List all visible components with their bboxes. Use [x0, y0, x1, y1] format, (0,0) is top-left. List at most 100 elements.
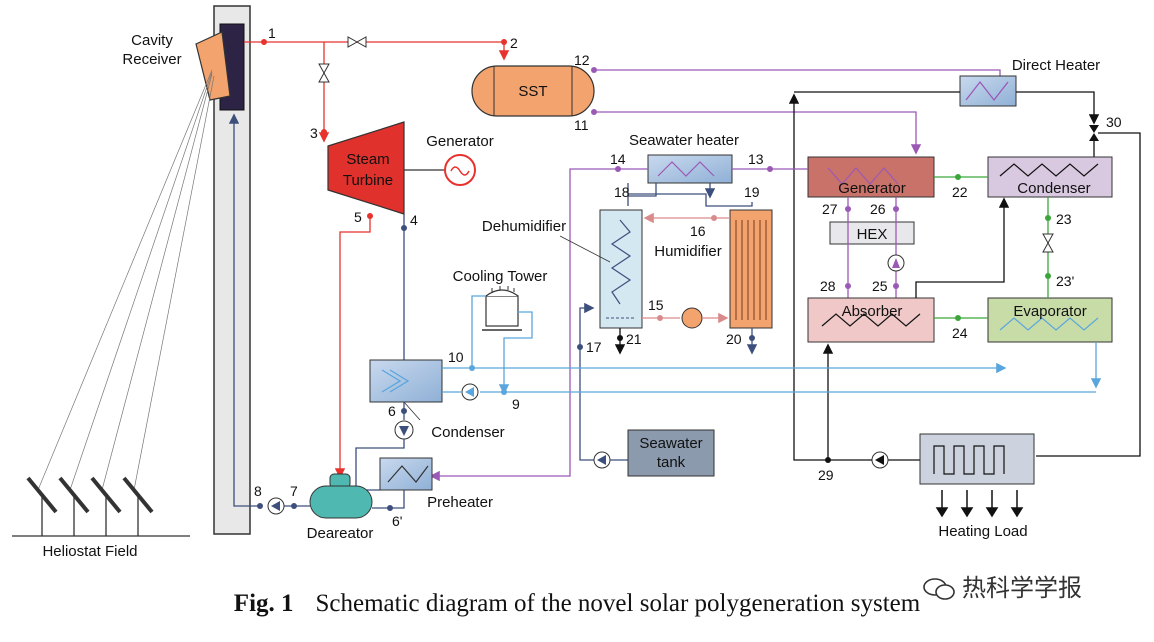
- state-17: 17: [586, 339, 602, 355]
- heliostat-field: [12, 476, 190, 537]
- seawater-line-17: [579, 302, 595, 461]
- expansion-valve: [1042, 241, 1054, 253]
- dehumidifier: [599, 209, 643, 329]
- cavity-receiver-label-1: Cavity: [131, 32, 173, 49]
- figure-caption-text: Schematic diagram of the novel solar pol…: [315, 590, 921, 617]
- state-13: 13: [748, 151, 764, 167]
- absorber-label: Absorber: [842, 303, 903, 320]
- state-20: 20: [726, 331, 742, 347]
- cavity-receiver: [195, 31, 231, 101]
- feedwater-riser: [228, 113, 260, 507]
- watermark-text: 热科学学报: [962, 574, 1082, 602]
- abs-generator: [807, 156, 935, 198]
- state-1: 1: [268, 25, 276, 41]
- seawater-heater-label: Seawater heater: [629, 132, 739, 149]
- heating-bypass: [788, 93, 872, 461]
- state-16: 16: [690, 223, 706, 239]
- state-3: 3: [310, 125, 318, 141]
- valve-top: [355, 36, 367, 48]
- preheater: [379, 457, 433, 491]
- sine-icon: [450, 166, 470, 176]
- cooling-tower-label: Cooling Tower: [453, 268, 548, 285]
- state-30: 30: [1106, 114, 1122, 130]
- heating-load-label: Heating Load: [938, 523, 1027, 540]
- electric-generator-label: Generator: [426, 133, 494, 150]
- sst-tank: [471, 65, 595, 117]
- abs-condenser-label: Condenser: [1017, 180, 1090, 197]
- state-28: 28: [820, 278, 836, 294]
- state-12: 12: [574, 52, 590, 68]
- state-29: 29: [818, 467, 834, 483]
- state-18: 18: [614, 184, 630, 200]
- valve-turbine: [318, 71, 330, 83]
- state-27: 27: [822, 201, 838, 217]
- state-23p: 23': [1056, 273, 1074, 289]
- steam-turbine: [327, 121, 405, 215]
- state-9: 9: [512, 396, 520, 412]
- wechat-icon: [923, 578, 955, 600]
- state-4: 4: [410, 212, 418, 228]
- seawater-heater: [647, 154, 733, 184]
- state-5: 5: [354, 209, 362, 225]
- state-24: 24: [952, 325, 968, 341]
- seawater-tank: [627, 429, 715, 477]
- state-11: 11: [574, 117, 589, 133]
- figure-number: Fig. 1: [233, 590, 294, 617]
- figure-caption: Fig. 1 Schematic diagram of the novel sol…: [0, 590, 1154, 618]
- direct-heater: [959, 75, 1017, 107]
- sst-label: SST: [518, 83, 547, 100]
- main-condenser: [369, 359, 443, 403]
- state-14: 14: [610, 151, 626, 167]
- hex: [829, 221, 915, 245]
- deareator-label: Deareator: [307, 525, 374, 542]
- state-23: 23: [1056, 211, 1072, 227]
- heating-abs-cond: [915, 197, 1010, 298]
- preheater-label: Preheater: [427, 494, 493, 511]
- abs-generator-label: Generator: [838, 180, 906, 197]
- state-7: 7: [290, 483, 298, 499]
- steam-line-5: [334, 214, 371, 479]
- sun-rays: [37, 69, 215, 491]
- seawater-tank-label-1: Seawater: [639, 435, 702, 452]
- heating-line-from-dh: [1016, 91, 1100, 125]
- evaporator-label: Evaporator: [1013, 303, 1086, 320]
- hex-label: HEX: [857, 226, 888, 243]
- state-2: 2: [510, 35, 518, 51]
- dehumidifier-label: Dehumidifier: [482, 218, 566, 235]
- state-26: 26: [870, 201, 886, 217]
- heating-load: [919, 433, 1035, 485]
- heating-line-30-load: [1036, 132, 1141, 457]
- oil-line-14: [429, 168, 648, 482]
- abs-condenser: [987, 156, 1113, 198]
- humidifier-packing: [735, 220, 767, 320]
- state-21: 21: [626, 331, 642, 347]
- watermark: 热科学学报: [922, 568, 1082, 603]
- valve-30: [1089, 133, 1099, 141]
- state-6: 6: [388, 403, 396, 419]
- steam-line-1-2: [244, 41, 510, 61]
- steam-turbine-label-1: Steam: [346, 151, 389, 168]
- blower: [681, 307, 703, 329]
- main-condenser-label: Condenser: [431, 424, 504, 441]
- steam-turbine-label-2: Turbine: [343, 172, 393, 189]
- cavity-receiver-label-2: Receiver: [122, 51, 181, 68]
- humidifier-label: Humidifier: [654, 243, 722, 260]
- heliostat-field-label: Heliostat Field: [42, 543, 137, 560]
- deareator: [309, 473, 373, 519]
- seawater-tank-label-2: tank: [657, 454, 686, 471]
- humidifier: [729, 209, 773, 329]
- state-8: 8: [254, 483, 262, 499]
- state-22: 22: [952, 184, 968, 200]
- oil-line-12: [594, 69, 1001, 82]
- evaporator: [987, 297, 1113, 343]
- oil-line-11: [594, 111, 922, 155]
- heat-arrows: [935, 490, 1024, 518]
- direct-heater-label: Direct Heater: [1012, 57, 1100, 74]
- state-15: 15: [648, 297, 664, 313]
- state-6p: 6': [392, 513, 402, 529]
- state-25: 25: [872, 278, 888, 294]
- state-10: 10: [448, 349, 464, 365]
- state-19: 19: [744, 184, 760, 200]
